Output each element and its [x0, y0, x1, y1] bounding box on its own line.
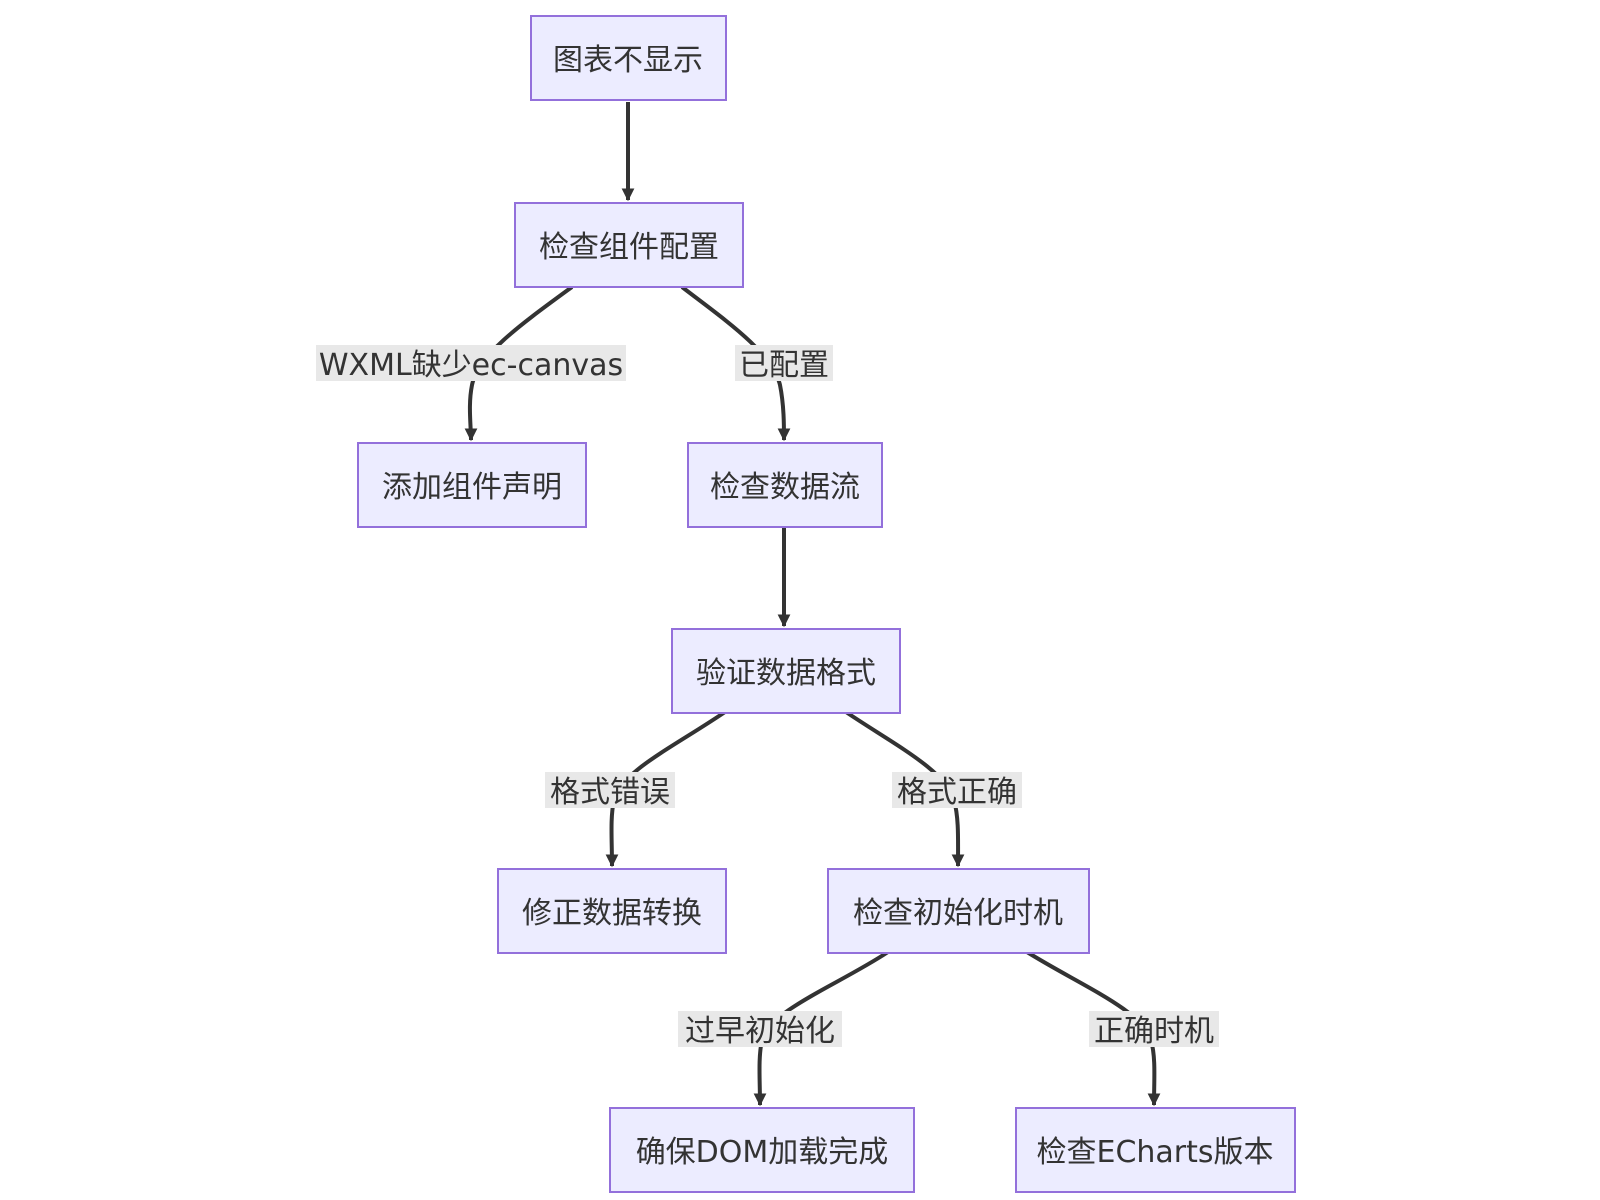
node-ensure-dom-loaded-label: 确保DOM加载完成 — [636, 1135, 889, 1170]
node-check-init-timing-label: 检查初始化时机 — [853, 896, 1063, 931]
node-check-init-timing: 检查初始化时机 — [827, 868, 1090, 954]
node-fix-data-conversion: 修正数据转换 — [497, 868, 727, 954]
node-check-component-config-label: 检查组件配置 — [539, 230, 719, 265]
edge-label-missing-ec-canvas-text: WXML缺少ec-canvas — [319, 348, 623, 383]
edge-label-missing-ec-canvas: WXML缺少ec-canvas — [316, 345, 626, 383]
node-validate-data-format: 验证数据格式 — [671, 628, 901, 714]
node-chart-not-shown-label: 图表不显示 — [553, 43, 703, 78]
edge-labels: WXML缺少ec-canvas 已配置 格式错误 格式正确 过早初始化 正确时机 — [316, 345, 1219, 1049]
edge-label-format-error: 格式错误 — [545, 772, 675, 810]
node-check-echarts-version-label: 检查ECharts版本 — [1036, 1135, 1273, 1170]
node-check-component-config: 检查组件配置 — [514, 202, 744, 288]
edge-label-correct-timing: 正确时机 — [1089, 1011, 1219, 1049]
node-ensure-dom-loaded: 确保DOM加载完成 — [609, 1107, 915, 1193]
edge-label-configured-text: 已配置 — [739, 348, 829, 383]
node-fix-data-conversion-label: 修正数据转换 — [522, 896, 702, 931]
node-validate-data-format-label: 验证数据格式 — [696, 656, 876, 691]
node-check-data-flow: 检查数据流 — [687, 442, 883, 528]
edge-label-configured: 已配置 — [735, 345, 833, 383]
node-add-component-declaration: 添加组件声明 — [357, 442, 587, 528]
edge-label-format-correct: 格式正确 — [892, 772, 1022, 810]
edge-label-init-too-early-text: 过早初始化 — [685, 1014, 835, 1049]
nodes: 图表不显示 检查组件配置 添加组件声明 检查数据流 验证数据格式 修正数据转换 … — [357, 15, 1296, 1193]
edge-label-correct-timing-text: 正确时机 — [1094, 1014, 1214, 1049]
edge-label-format-error-text: 格式错误 — [550, 775, 670, 810]
node-chart-not-shown: 图表不显示 — [530, 15, 727, 101]
edge-label-format-correct-text: 格式正确 — [897, 775, 1017, 810]
node-add-component-declaration-label: 添加组件声明 — [382, 470, 562, 505]
node-check-echarts-version: 检查ECharts版本 — [1015, 1107, 1296, 1193]
node-check-data-flow-label: 检查数据流 — [710, 470, 860, 505]
edge-label-init-too-early: 过早初始化 — [678, 1011, 842, 1049]
